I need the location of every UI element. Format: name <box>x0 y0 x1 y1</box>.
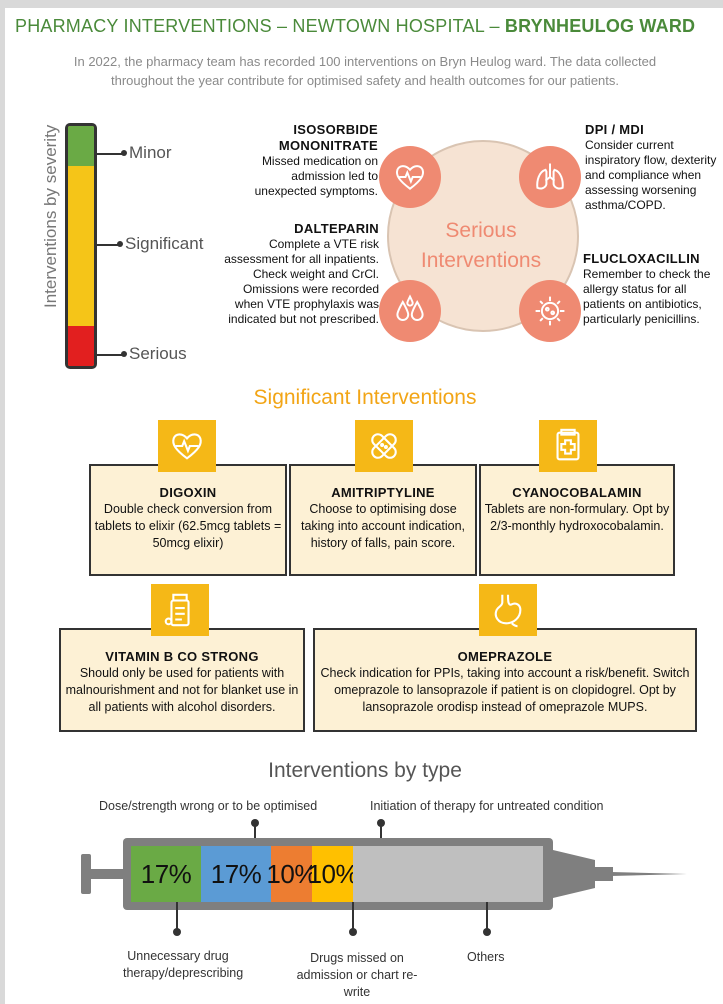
drug-note: Complete a VTE risk assessment for all i… <box>224 237 379 326</box>
segment-drugs-missed: 10% <box>266 846 317 902</box>
stomach-icon <box>479 584 537 636</box>
page-title: PHARMACY INTERVENTIONS – NEWTOWN HOSPITA… <box>15 16 696 36</box>
significant-title: Significant Interventions <box>253 386 477 409</box>
minor-dot <box>121 150 127 156</box>
bacteria-icon <box>519 280 581 342</box>
drug-name: FLUCLOXACILLIN <box>583 251 700 266</box>
serious-item-dalteparin: DALTEPARIN Complete a VTE risk assessmen… <box>217 221 379 327</box>
card-text: Double check conversion from tablets to … <box>94 502 282 550</box>
card-text: Tablets are non-formulary. Opt by 2/3-mo… <box>484 502 670 533</box>
pill-bottle-icon <box>151 584 209 636</box>
significant-connector <box>94 244 120 246</box>
severity-thermometer <box>65 123 97 369</box>
card-title: CYANOCOBALAMIN <box>512 485 642 500</box>
card-title: AMITRIPTYLINE <box>331 485 435 500</box>
severity-minor-label: Minor <box>129 143 172 162</box>
severity-serious-label: Serious <box>129 344 187 363</box>
callout-line <box>352 902 354 930</box>
heart-icon <box>379 146 441 208</box>
infographic-page: PHARMACY INTERVENTIONS – NEWTOWN HOSPITA… <box>5 8 723 1004</box>
card-text: Should only be used for patients with ma… <box>65 666 299 714</box>
severity-axis-label: Interventions by severity <box>41 124 60 308</box>
drug-note: Missed medication on admission led to un… <box>254 154 378 198</box>
drug-name: ISOSORBIDE MONONITRATE <box>278 122 378 153</box>
drug-note: Consider current inspiratory flow, dexte… <box>585 138 717 212</box>
minor-connector <box>94 153 124 155</box>
drug-note: Remember to check the allergy status for… <box>583 267 711 326</box>
callout-line <box>176 902 178 930</box>
card-digoxin: DIGOXIN Double check conversion from tab… <box>89 464 287 576</box>
card-title: VITAMIN B CO STRONG <box>105 649 259 664</box>
by-type-title: Interventions by type <box>268 759 462 782</box>
bandage-icon <box>355 420 413 472</box>
segment-others <box>353 846 543 902</box>
callout-unnecessary-therapy: Unnecessary drug therapy/deprescribing <box>123 949 244 980</box>
serious-connector <box>94 354 124 356</box>
callout-line <box>486 902 488 930</box>
drug-name: DPI / MDI <box>585 122 645 137</box>
medicine-box-icon <box>539 420 597 472</box>
callout-line <box>254 823 256 846</box>
lungs-icon <box>519 146 581 208</box>
card-omeprazole: OMEPRAZOLE Check indication for PPIs, ta… <box>313 628 697 732</box>
callout-line <box>380 823 382 846</box>
segment-unnecessary-therapy: 17% <box>131 846 202 902</box>
serious-item-flucloxacillin: FLUCLOXACILLIN Remember to check the all… <box>583 251 723 327</box>
card-title: OMEPRAZOLE <box>457 649 553 664</box>
callout-dot <box>349 928 357 936</box>
callout-dot <box>173 928 181 936</box>
intro-text: In 2022, the pharmacy team has recorded … <box>73 54 657 88</box>
segment-dose-strength: 17% <box>201 846 272 902</box>
serious-item-dpi-mdi: DPI / MDI Consider current inspiratory f… <box>585 122 723 213</box>
segment-initiation: 10% <box>308 846 359 902</box>
card-text: Check indication for PPIs, taking into a… <box>320 666 690 714</box>
serious-dot <box>121 351 127 357</box>
drug-name: DALTEPARIN <box>294 221 379 236</box>
severity-minor-segment <box>68 126 94 166</box>
serious-item-isosorbide: ISOSORBIDE MONONITRATE Missed medication… <box>233 122 378 199</box>
callout-dot <box>483 928 491 936</box>
callout-others: Others <box>467 950 505 964</box>
serious-center-title: Serious Interventions <box>420 219 542 272</box>
severity-significant-label: Significant <box>125 234 204 253</box>
callout-initiation: Initiation of therapy for untreated cond… <box>370 799 604 813</box>
card-cyanocobalamin: CYANOCOBALAMIN Tablets are non-formulary… <box>479 464 675 576</box>
card-title: DIGOXIN <box>159 485 217 500</box>
card-vitamin-b-co-strong: VITAMIN B CO STRONG Should only be used … <box>59 628 305 732</box>
card-amitriptyline: AMITRIPTYLINE Choose to optimising dose … <box>289 464 477 576</box>
blood-drops-icon <box>379 280 441 342</box>
callout-dose-strength: Dose/strength wrong or to be optimised <box>99 799 318 813</box>
heart-icon <box>158 420 216 472</box>
severity-serious-segment <box>68 326 94 366</box>
callout-drugs-missed: Drugs missed on admission or chart re-wr… <box>296 951 418 999</box>
significant-dot <box>117 241 123 247</box>
card-text: Choose to optimising dose taking into ac… <box>301 502 465 550</box>
